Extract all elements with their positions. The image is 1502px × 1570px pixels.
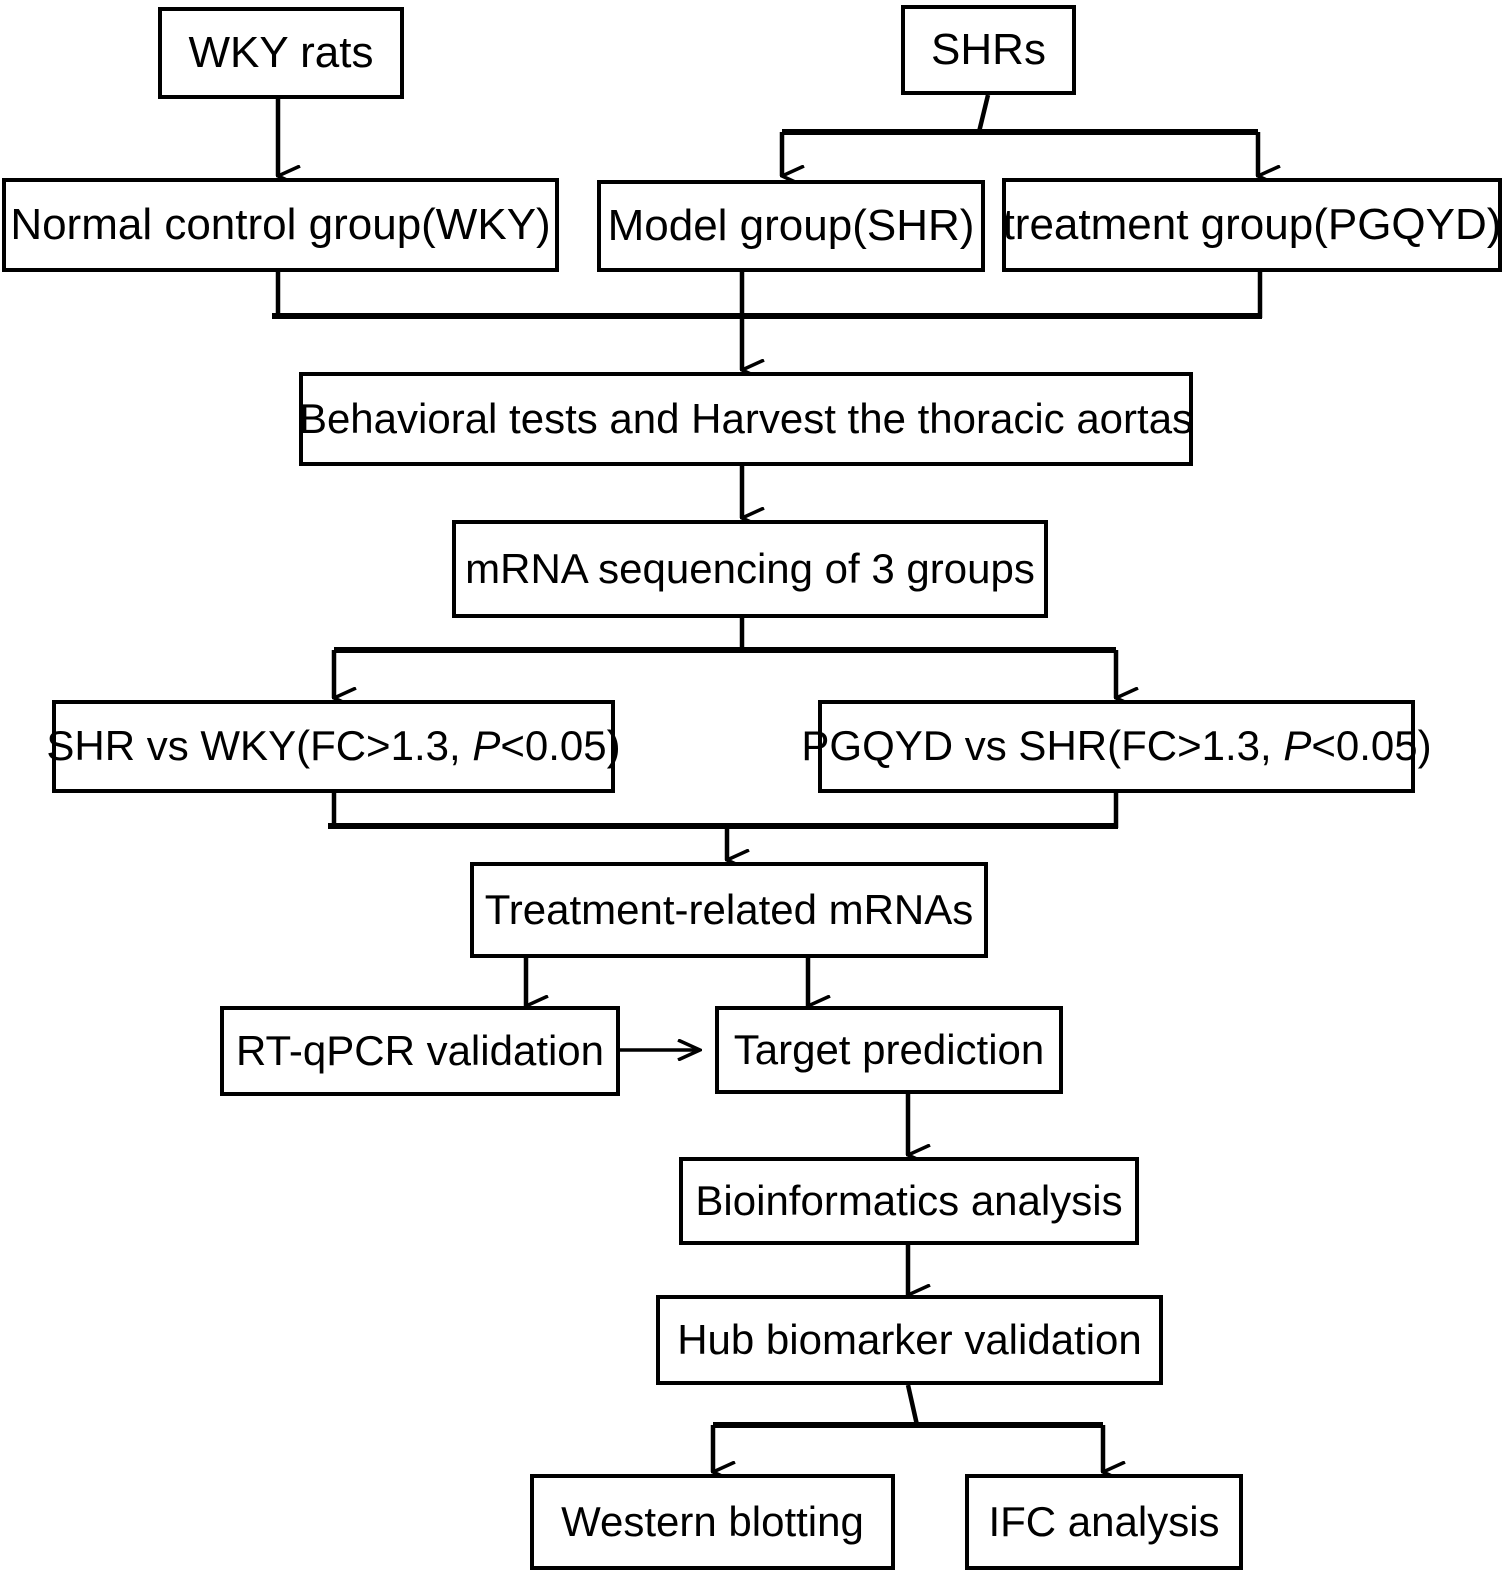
node-hub-biomarker-validation-label: Hub biomarker validation (677, 1315, 1142, 1363)
shr-vs-wky-p-value: P (472, 722, 501, 770)
node-ifc-analysis-label: IFC analysis (988, 1497, 1220, 1545)
node-ifc-analysis[interactable]: IFC analysis (965, 1474, 1243, 1570)
node-western-blotting[interactable]: Western blotting (530, 1474, 895, 1570)
shr-vs-wky-text-pre: SHR vs WKY(FC>1.3, (46, 722, 473, 770)
node-bioinformatics-analysis-label: Bioinformatics analysis (695, 1176, 1123, 1224)
node-treatment-group[interactable]: treatment group(PGQYD) (1002, 178, 1502, 272)
node-rt-qpcr-validation[interactable]: RT-qPCR validation (220, 1006, 620, 1096)
node-shrs[interactable]: SHRs (901, 5, 1076, 95)
node-pgqyd-vs-shr-label: PGQYD vs SHR(FC>1.3, P<0.05) (795, 724, 1437, 768)
pgqyd-vs-shr-text-post: <0.05) (1311, 722, 1432, 770)
node-target-prediction-label: Target prediction (733, 1025, 1045, 1073)
node-model-group[interactable]: Model group(SHR) (597, 180, 985, 272)
node-western-blotting-label: Western blotting (561, 1497, 864, 1545)
node-bioinformatics-analysis[interactable]: Bioinformatics analysis (679, 1157, 1139, 1245)
node-target-prediction[interactable]: Target prediction (715, 1006, 1063, 1094)
node-treatment-group-label: treatment group(PGQYD) (1002, 199, 1502, 249)
node-hub-biomarker-validation[interactable]: Hub biomarker validation (656, 1295, 1163, 1385)
edge-hub-stem (905, 1384, 920, 1426)
node-shr-vs-wky[interactable]: SHR vs WKY(FC>1.3, P<0.05) (46, 700, 621, 793)
node-model-group-label: Model group(SHR) (607, 200, 975, 250)
node-pgqyd-vs-shr[interactable]: PGQYD vs SHR(FC>1.3, P<0.05) (801, 700, 1432, 793)
node-treatment-related-mrnas-label: Treatment-related mRNAs (484, 885, 974, 933)
edge-shrs-stem (976, 94, 991, 133)
node-normal-control-group-label: Normal control group(WKY) (10, 199, 551, 249)
node-shr-vs-wky-label: SHR vs WKY(FC>1.3, P<0.05) (40, 724, 626, 768)
pgqyd-vs-shr-text-pre: PGQYD vs SHR(FC>1.3, (801, 722, 1284, 770)
node-rt-qpcr-validation-label: RT-qPCR validation (235, 1026, 605, 1074)
node-behavioral-tests[interactable]: Behavioral tests and Harvest the thoraci… (299, 372, 1193, 466)
node-shrs-label: SHRs (931, 24, 1046, 74)
node-normal-control-group[interactable]: Normal control group(WKY) (2, 178, 559, 272)
node-wky-rats[interactable]: WKY rats (158, 7, 404, 99)
shr-vs-wky-text-post: <0.05) (500, 722, 621, 770)
node-mrna-sequencing-label: mRNA sequencing of 3 groups (465, 544, 1035, 592)
node-wky-rats-label: WKY rats (188, 27, 374, 77)
pgqyd-vs-shr-p-value: P (1283, 722, 1312, 770)
node-mrna-sequencing[interactable]: mRNA sequencing of 3 groups (452, 520, 1048, 618)
node-treatment-related-mrnas[interactable]: Treatment-related mRNAs (470, 862, 988, 958)
node-behavioral-tests-label: Behavioral tests and Harvest the thoraci… (298, 394, 1194, 442)
